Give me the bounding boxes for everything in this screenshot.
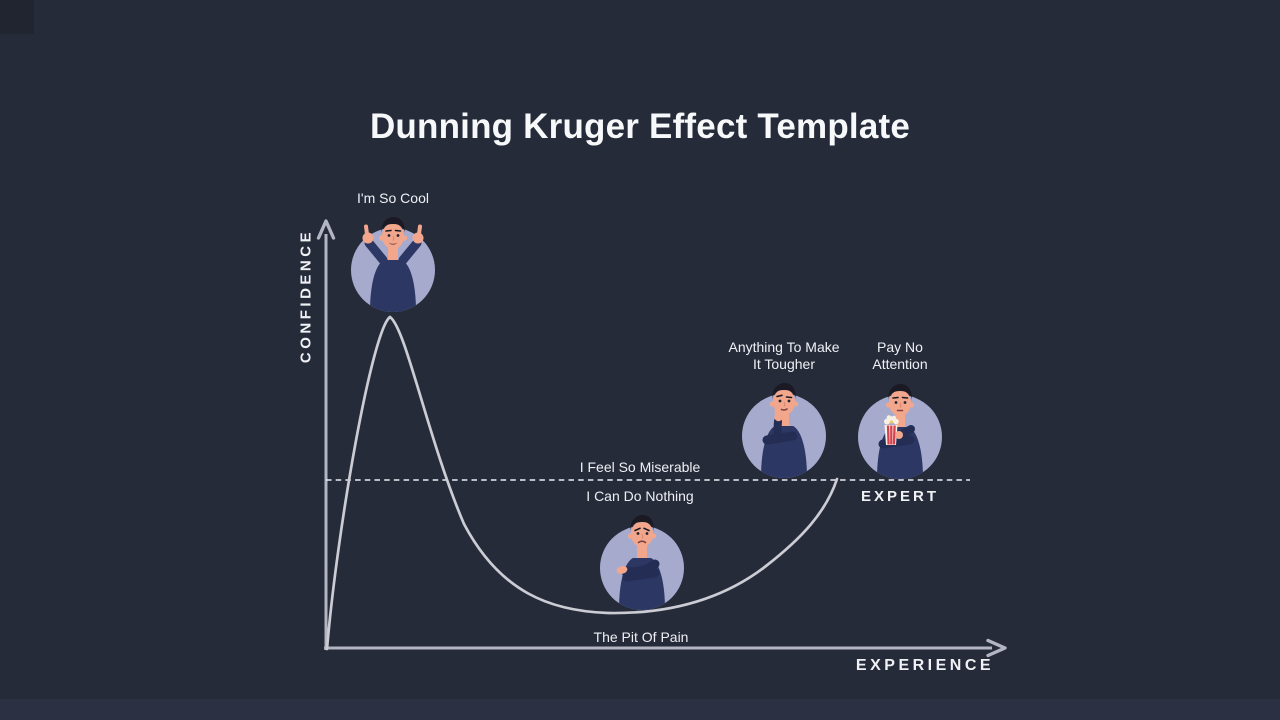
stage-label-pit: The Pit Of Pain (593, 628, 689, 645)
confidence-curve (325, 315, 839, 651)
stage-label-expert: EXPERT (860, 487, 940, 505)
figure (616, 515, 665, 610)
x-axis-arrow-icon (986, 638, 1007, 658)
figure (761, 383, 807, 478)
man-arms-crossed-sad-illustration (600, 515, 684, 610)
stage-label-peak: I'm So Cool (357, 189, 429, 206)
man-holding-popcorn-illustration (858, 384, 942, 479)
x-axis-label: EXPERIENCE (855, 657, 995, 674)
y-axis-arrow-icon (316, 219, 336, 240)
stage-label-miserable: I Feel So Miserable (579, 458, 701, 475)
slide-title: Dunning Kruger Effect Template (369, 107, 911, 147)
stage-label-nothing: I Can Do Nothing (586, 487, 694, 504)
figure (362, 217, 424, 312)
figure (877, 384, 923, 479)
stage-label-attention: Pay No Attention (872, 339, 928, 372)
man-thinking-hand-on-chin-illustration (742, 383, 826, 478)
stage-label-tougher: Anything To Make It Tougher (728, 339, 840, 372)
footer-band (0, 699, 1280, 720)
man-cheering-thumbs-up-illustration (351, 217, 435, 312)
corner-accent-square (0, 0, 34, 34)
y-axis-label: CONFIDENCE (297, 228, 315, 364)
